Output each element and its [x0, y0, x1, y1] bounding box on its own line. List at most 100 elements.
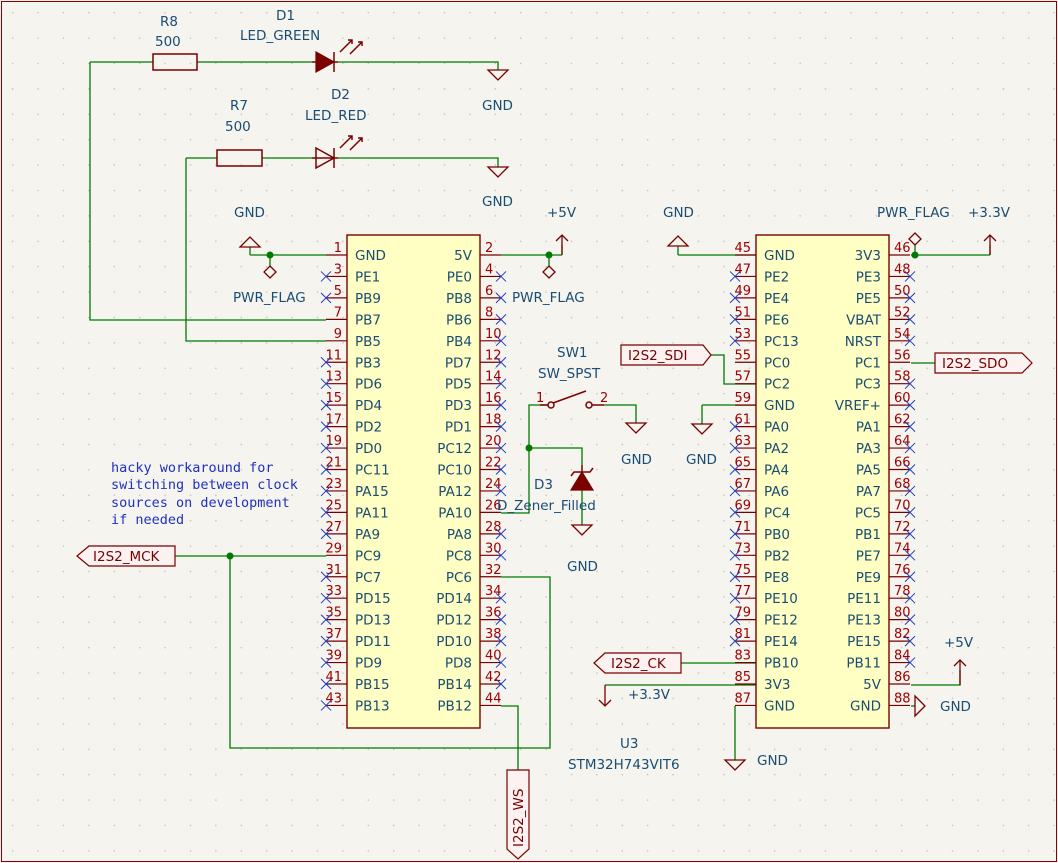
net-label-i2s2-mck[interactable]: I2S2_MCK [76, 545, 176, 567]
resistor-r8[interactable] [152, 53, 198, 71]
led-d2[interactable] [312, 135, 363, 170]
resistor-r7[interactable] [216, 149, 263, 167]
u3b-body[interactable] [755, 234, 890, 729]
net-label-i2s2-ck[interactable]: I2S2_CK [593, 652, 682, 674]
led-d1[interactable] [312, 39, 363, 74]
u3-body[interactable] [346, 234, 481, 729]
switch-sw1[interactable] [540, 390, 604, 409]
net-label-i2s2-ws[interactable]: I2S2_WS [506, 769, 530, 860]
zener-d3[interactable] [569, 465, 595, 491]
net-label-i2s2-sdi[interactable]: I2S2_SDI [620, 344, 712, 366]
